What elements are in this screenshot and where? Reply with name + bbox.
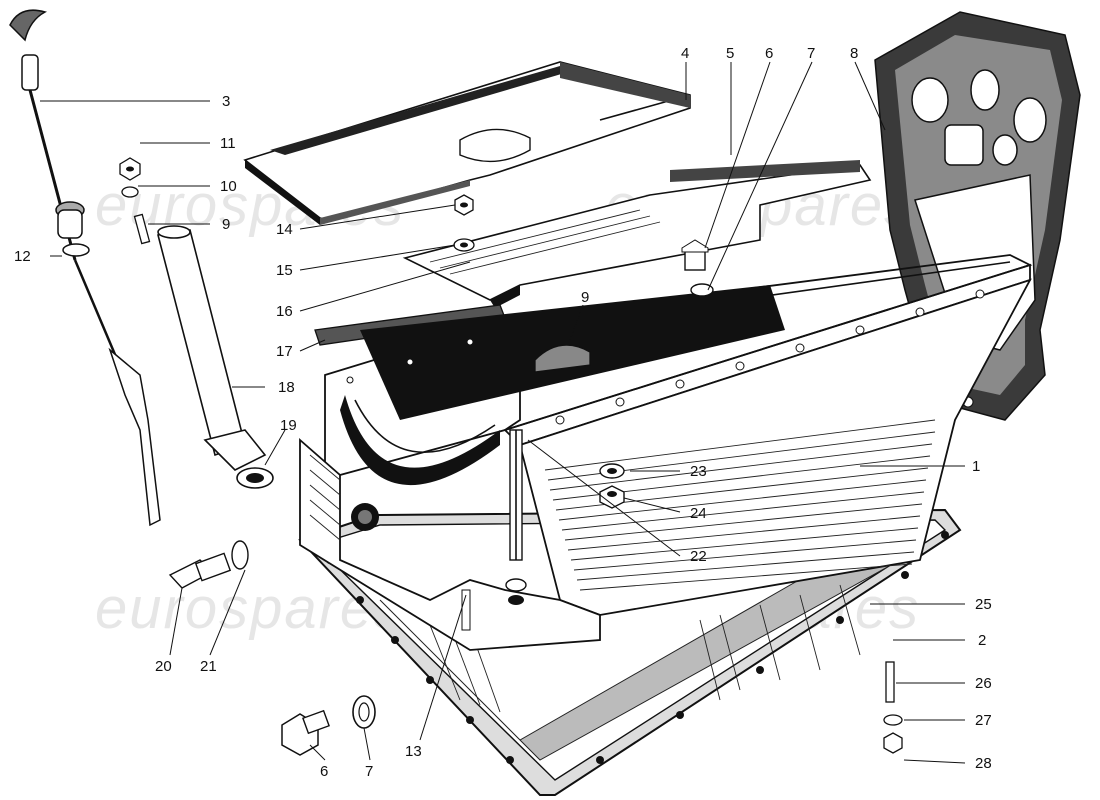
callout-22: 22	[690, 548, 707, 565]
part-sensor	[168, 540, 249, 589]
part-baffle-plate	[402, 160, 872, 308]
callout-15: 15	[276, 262, 293, 279]
part-stud-nut-right	[883, 661, 903, 754]
callout-11: 11	[220, 135, 236, 152]
part-studs	[461, 429, 527, 631]
callout-5: 5	[726, 45, 734, 62]
callout-16: 16	[276, 303, 293, 320]
callout-24: 24	[690, 505, 707, 522]
part-cover-plate	[243, 61, 691, 225]
callout-9: 9	[222, 216, 230, 233]
part-sump-body	[299, 254, 1033, 651]
callout-8: 8	[850, 45, 858, 62]
callout-14: 14	[276, 221, 293, 238]
part-drain-plug-bottom	[281, 695, 376, 756]
callout-1: 1	[972, 458, 980, 475]
callout-6: 6	[765, 45, 773, 62]
callout-17: 17	[276, 343, 293, 360]
part-small-stud	[133, 213, 151, 245]
callout-26: 26	[975, 675, 992, 692]
callout-21: 21	[200, 658, 217, 675]
callout-13: 13	[405, 743, 422, 760]
part-washer-nut	[599, 463, 625, 509]
callout-18: 18	[278, 379, 295, 396]
callout-9: 9	[581, 289, 589, 306]
part-plate-fasteners	[453, 194, 475, 252]
callout-27: 27	[975, 712, 992, 729]
callout-20: 20	[155, 658, 172, 675]
callout-23: 23	[690, 463, 707, 480]
callout-12: 12	[14, 248, 31, 265]
callout-3: 3	[222, 93, 230, 110]
part-drain-plug-mid	[681, 239, 714, 297]
callout-2: 2	[978, 632, 986, 649]
part-breather-dome	[534, 344, 591, 373]
leader-lines	[40, 61, 966, 764]
callout-28: 28	[975, 755, 992, 772]
part-nut-washer-left	[119, 157, 141, 198]
callout-19: 19	[280, 417, 297, 434]
part-dipstick	[9, 9, 161, 527]
callout-25: 25	[975, 596, 992, 613]
callout-4: 4	[681, 45, 689, 62]
callout-7: 7	[807, 45, 815, 62]
callout-7: 7	[365, 763, 373, 780]
part-dipstick-tube	[157, 225, 274, 489]
callout-6: 6	[320, 763, 328, 780]
callout-10: 10	[220, 178, 237, 195]
callout-labels: 3 11 10 9 12 4 5 6 7 8 14 15 16 9 17 18 …	[14, 45, 992, 780]
